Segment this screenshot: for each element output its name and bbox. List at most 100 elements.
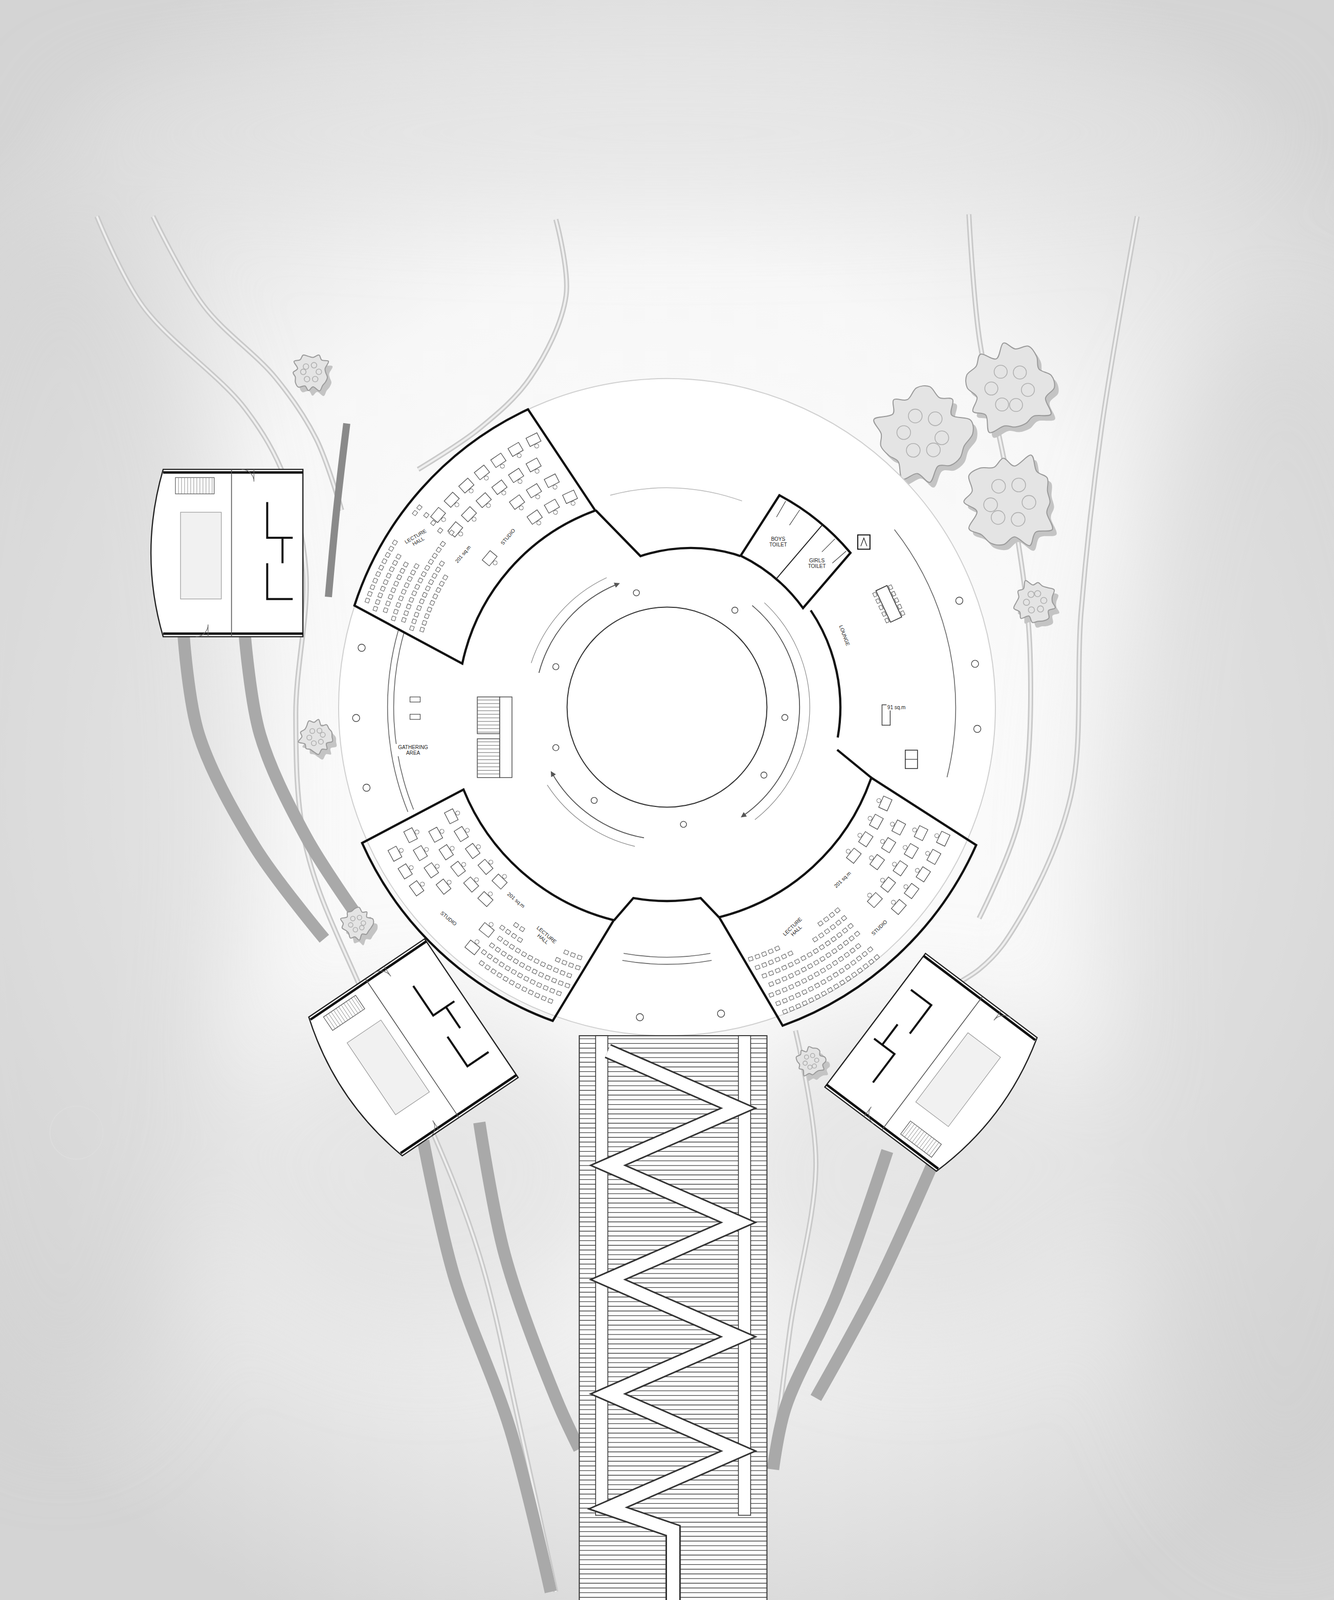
- plan-g: [887, 817, 906, 835]
- plan-rect: [543, 985, 549, 991]
- plan-rect: [556, 990, 562, 996]
- plan-rect: [403, 561, 409, 567]
- plan-rect: [515, 983, 521, 989]
- plan-line: [325, 1014, 336, 1029]
- room-label: 201 sq.m: [831, 869, 854, 891]
- room-label: 201 sq.m: [453, 542, 474, 565]
- plan-rect: [579, 1035, 768, 1600]
- plan-circle: [552, 663, 560, 670]
- plan-g: [865, 811, 884, 830]
- plan-g: [150, 469, 303, 637]
- plan-rect: [575, 964, 581, 970]
- plan-path: [354, 409, 596, 664]
- plan-circle: [868, 854, 875, 861]
- room-label: LECTURE HALL: [780, 914, 810, 943]
- plan-rect: [553, 967, 559, 973]
- plan-circle: [857, 832, 863, 838]
- plan-line: [909, 1127, 920, 1141]
- plan-rect: [782, 975, 788, 982]
- plan-rect: [414, 611, 419, 617]
- plan-g: [438, 841, 458, 860]
- plan-rect: [442, 574, 448, 581]
- plan-rect: [881, 611, 887, 617]
- plan-g: [461, 506, 480, 525]
- plan-rect: [876, 585, 902, 622]
- plan-rect: [832, 960, 838, 966]
- plan-path: [328, 423, 347, 597]
- plan-rect: [499, 924, 506, 931]
- plan-rect: [795, 992, 801, 998]
- plan-line: [348, 999, 359, 1013]
- room-label: LECTURE HALL: [401, 526, 433, 552]
- plan-g: [298, 938, 519, 1163]
- plan-rect: [897, 603, 903, 609]
- plan-rect: [393, 609, 398, 615]
- plan-rect: [900, 1120, 942, 1158]
- plan-g: [544, 473, 562, 492]
- plan-rect: [372, 606, 378, 612]
- plan-rect: [497, 935, 503, 941]
- plan-rect: [857, 967, 863, 973]
- plan-rect: [477, 696, 500, 734]
- plan-circle: [994, 365, 1008, 379]
- plan-circle: [359, 925, 365, 930]
- plan-line: [346, 1001, 356, 1015]
- plan-rect: [424, 613, 430, 619]
- plan-rect: [401, 588, 407, 594]
- plan-circle: [471, 516, 477, 522]
- plan-circle: [879, 877, 886, 883]
- plan-rect: [439, 581, 445, 587]
- plan-circle: [1023, 598, 1030, 606]
- plan-rect: [562, 490, 578, 504]
- plan-line: [477, 766, 500, 767]
- plan-path: [152, 216, 342, 510]
- plan-rect: [827, 987, 833, 993]
- plan-rect: [401, 617, 407, 623]
- plan-rect: [564, 982, 570, 988]
- plan-rect: [894, 597, 900, 603]
- plan-rect: [789, 1006, 795, 1012]
- plan-rect: [427, 606, 433, 612]
- plan-rect: [502, 975, 509, 982]
- plan-circle: [1021, 495, 1036, 509]
- plan-rect: [323, 994, 365, 1031]
- plan-rect: [498, 961, 505, 967]
- plan-path: [298, 719, 333, 755]
- plan-rect: [787, 950, 793, 956]
- plan-circle: [1034, 590, 1041, 597]
- plan-g: [413, 842, 432, 861]
- plan-rect: [878, 795, 893, 811]
- plan-g: [887, 896, 907, 915]
- plan-circle: [408, 864, 414, 871]
- plan-rect: [781, 953, 787, 959]
- plan-circle: [807, 1064, 812, 1069]
- plan-line: [477, 727, 500, 729]
- plan-path: [894, 529, 956, 777]
- plan-g: [865, 851, 885, 870]
- plan-line: [205, 477, 207, 494]
- plan-rect: [544, 473, 560, 488]
- plan-rect: [347, 1019, 430, 1115]
- plan-g: [352, 487, 981, 1021]
- plan-rect: [554, 957, 561, 963]
- plan-rect: [563, 949, 569, 955]
- plan-rect: [812, 936, 819, 942]
- plan-rect: [534, 958, 540, 964]
- plan-rect: [406, 603, 412, 609]
- plan-rect: [830, 936, 837, 942]
- plan-circle: [468, 487, 474, 494]
- plan-rect: [794, 981, 800, 987]
- plan-line: [477, 769, 500, 771]
- plan-circle: [928, 411, 943, 426]
- plan-rect: [833, 983, 840, 989]
- plan-circle: [591, 796, 598, 804]
- plan-circle: [536, 519, 542, 526]
- plan-circle: [1011, 512, 1026, 527]
- plan-path: [298, 938, 519, 1163]
- plan-circle: [804, 1054, 809, 1059]
- plan-g: [397, 860, 417, 879]
- plan-rect: [416, 605, 422, 611]
- plan-circle: [348, 922, 353, 927]
- plan-path: [719, 777, 976, 1026]
- plan-g: [874, 793, 893, 811]
